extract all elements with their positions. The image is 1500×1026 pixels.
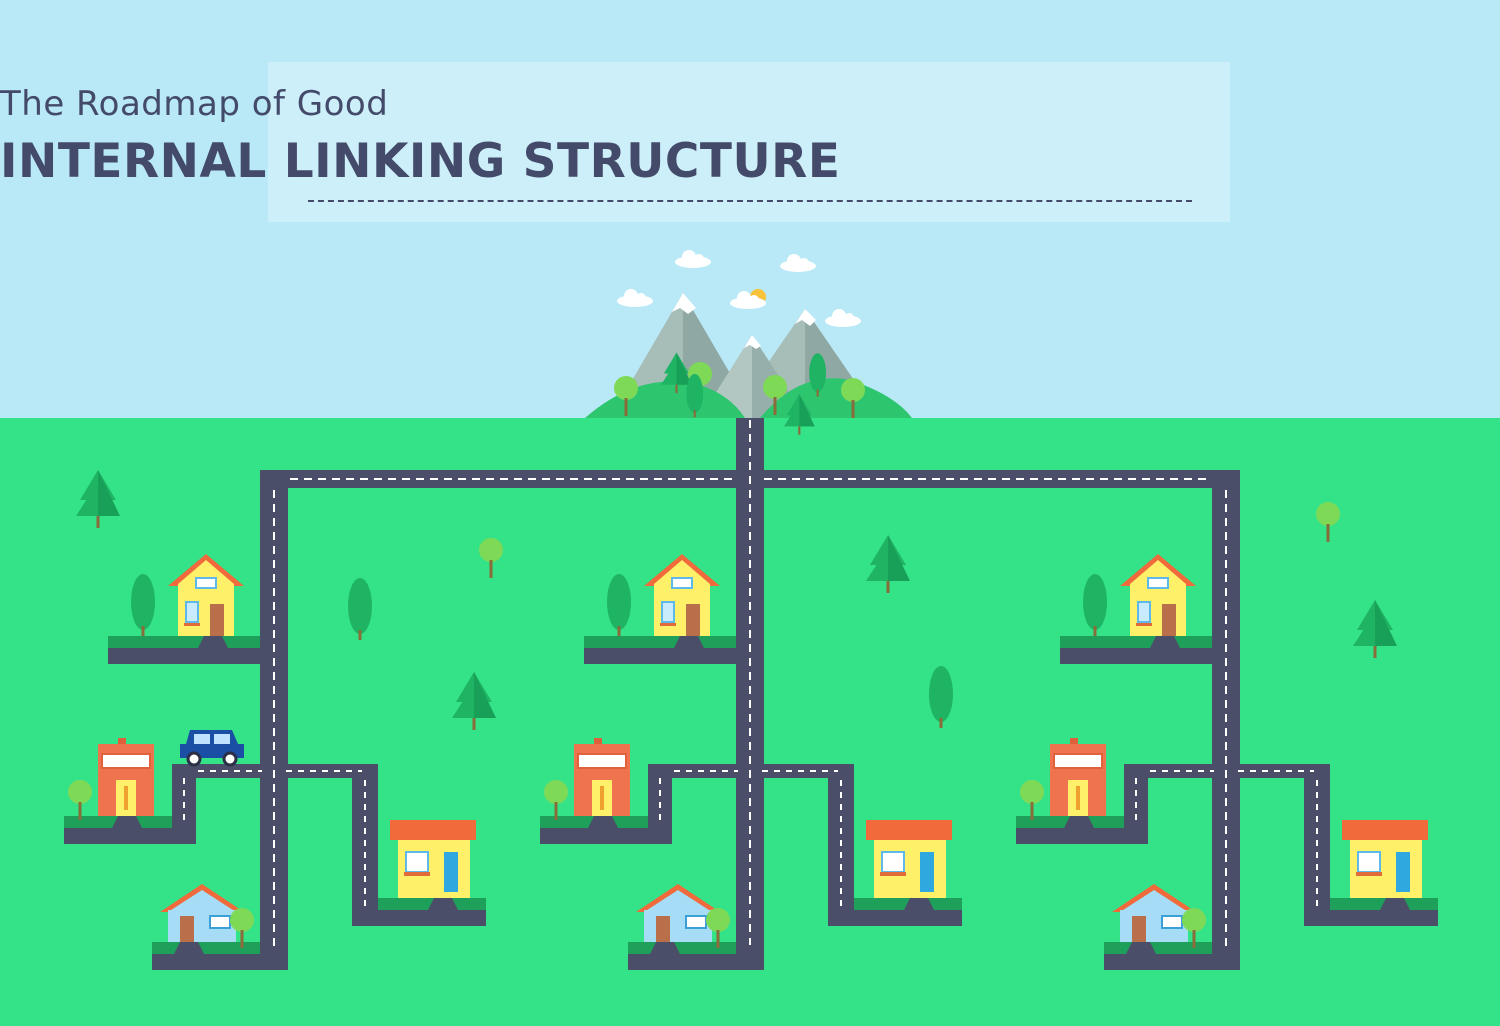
ledge-road bbox=[152, 954, 288, 970]
page-subtitle: The Roadmap of Good bbox=[0, 84, 389, 124]
grass-ledge bbox=[584, 636, 736, 648]
title-underline bbox=[308, 200, 1192, 202]
grass-ledge bbox=[1104, 942, 1212, 954]
house-icon bbox=[865, 819, 953, 899]
grass-ledge bbox=[628, 942, 736, 954]
ledge-road bbox=[1104, 954, 1240, 970]
ledge-road bbox=[584, 648, 744, 664]
ledge-road bbox=[1304, 910, 1438, 926]
branch-roads bbox=[1016, 648, 1438, 970]
house-cluster bbox=[64, 553, 486, 954]
road-center-dashes bbox=[273, 420, 1227, 950]
house-icon bbox=[1049, 737, 1107, 817]
road-branches bbox=[64, 648, 1438, 970]
title-banner bbox=[268, 62, 1230, 222]
house-icon bbox=[573, 737, 631, 817]
branch-roads bbox=[64, 648, 486, 970]
house-clusters bbox=[64, 553, 1438, 954]
branch-dashes bbox=[183, 770, 1318, 908]
branch-roads bbox=[540, 648, 962, 970]
house-icon bbox=[389, 819, 477, 899]
ledge-road bbox=[828, 910, 962, 926]
ledge-road bbox=[64, 828, 196, 844]
house-cluster bbox=[1016, 553, 1438, 954]
ledge-road bbox=[352, 910, 486, 926]
house-icon bbox=[97, 737, 155, 817]
page-title: INTERNAL LINKING STRUCTURE bbox=[0, 134, 841, 189]
ledge-road bbox=[1060, 648, 1220, 664]
house-icon bbox=[1341, 819, 1429, 899]
ledge-road bbox=[1016, 828, 1148, 844]
house-cluster bbox=[540, 553, 962, 954]
ledge-road bbox=[628, 954, 764, 970]
ledge-road bbox=[108, 648, 268, 664]
grass-ledge bbox=[108, 636, 260, 648]
grass-ledge bbox=[1060, 636, 1212, 648]
car-icon bbox=[180, 730, 244, 767]
grass-ledge bbox=[152, 942, 260, 954]
ledge-road bbox=[540, 828, 672, 844]
